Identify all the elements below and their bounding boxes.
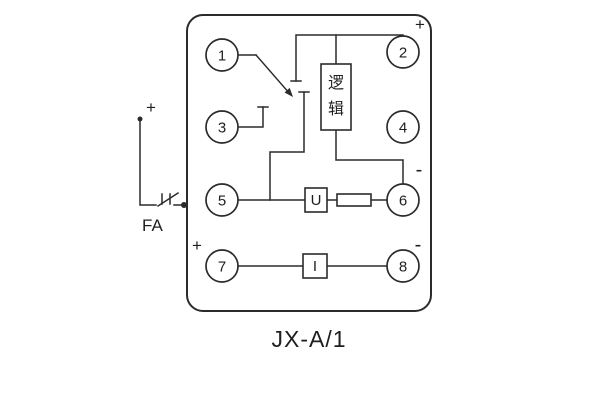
logic-block-box <box>320 63 352 131</box>
terminal-5: 5 <box>205 183 239 217</box>
terminal-7: 7 <box>205 249 239 283</box>
terminal-3: 3 <box>205 110 239 144</box>
logic-block-char-bottom: 辑 <box>328 100 344 118</box>
polarity-minus-terminal8: - <box>415 234 422 256</box>
contact-blade <box>254 53 292 96</box>
terminal-2: 2 <box>386 35 420 69</box>
wire-terminal3-lead <box>237 106 264 128</box>
terminal-1-label: 1 <box>218 48 226 65</box>
internal-wiring <box>237 34 404 267</box>
terminal-4: 4 <box>386 110 420 144</box>
logic-block: 逻 辑 <box>320 63 352 131</box>
voltage-element-label: U <box>311 192 322 209</box>
terminal-4-label: 4 <box>399 120 407 137</box>
terminal-7-circle <box>205 249 239 283</box>
wire-logic-to-terminal6 <box>335 129 404 185</box>
terminal-7-label: 7 <box>218 259 226 276</box>
voltage-element: U <box>304 187 328 213</box>
logic-block-char-top: 逻 <box>328 74 344 92</box>
wire-contact-to-voltage-line <box>269 91 305 201</box>
terminal-1-circle <box>205 38 239 72</box>
external-circuit: + FA <box>137 98 187 235</box>
external-terminal-dot-right <box>181 202 187 208</box>
terminal-1: 1 <box>205 38 239 72</box>
external-wire <box>139 118 157 206</box>
diagram-title: JX-A/1 <box>271 326 346 352</box>
contact-arrow-icon <box>284 87 293 97</box>
terminal-5-circle <box>205 183 239 217</box>
device-outline <box>186 14 432 312</box>
current-element: I <box>302 253 328 279</box>
current-element-label: I <box>313 258 317 275</box>
current-element-box <box>302 253 328 279</box>
terminal-2-circle <box>386 35 420 69</box>
resistor-element <box>336 193 372 207</box>
terminal-6-label: 6 <box>399 193 407 210</box>
terminal-3-circle <box>205 110 239 144</box>
terminal-8-label: 8 <box>399 259 407 276</box>
terminal-8: 8 <box>386 249 420 283</box>
voltage-element-box <box>304 187 328 213</box>
terminal-2-label: 2 <box>399 45 407 62</box>
terminal-4-circle <box>386 110 420 144</box>
fa-label: FA <box>142 216 163 235</box>
polarity-plus-terminal2: + <box>415 15 425 34</box>
terminal-6: 6 <box>386 183 420 217</box>
polarity-minus-terminal6: - <box>416 159 423 181</box>
polarity-plus-terminal7: + <box>192 236 202 255</box>
terminal-5-label: 5 <box>218 193 226 210</box>
terminal-8-circle <box>386 249 420 283</box>
external-plus-sign: + <box>146 98 156 117</box>
fa-switch-blade <box>156 191 180 208</box>
terminal-6-circle <box>386 183 420 217</box>
terminal-3-label: 3 <box>218 120 226 137</box>
